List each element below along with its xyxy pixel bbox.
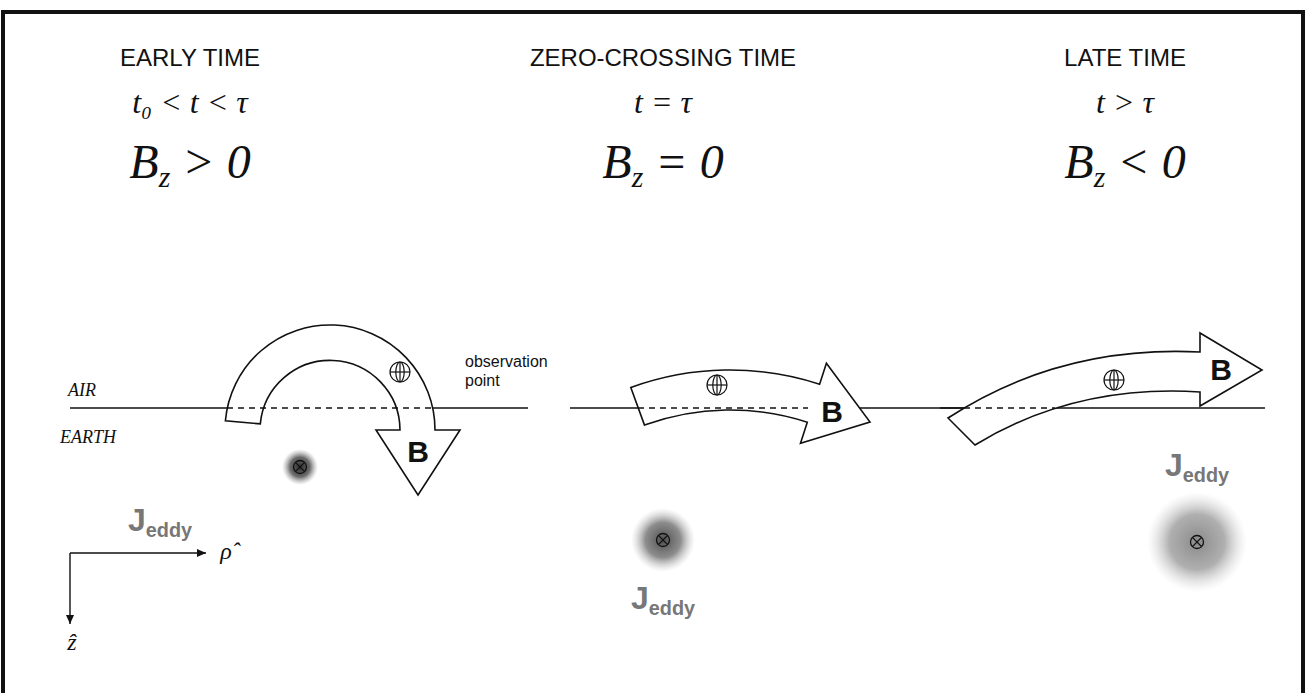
symbol-circle	[1191, 536, 1204, 549]
ground-line	[70, 407, 227, 409]
symbol-cross	[658, 535, 667, 544]
eddy-glow	[282, 449, 318, 485]
ground-line	[1055, 407, 1265, 409]
z-axis	[69, 553, 70, 624]
axis-label: ẑ	[67, 629, 76, 657]
eddy-current: Jeddy	[282, 449, 318, 485]
ground-line	[940, 407, 964, 409]
globe-outline	[707, 375, 727, 395]
eddy-current: Jeddy	[631, 508, 695, 572]
globe-outline	[1104, 370, 1124, 390]
into-page-symbol	[294, 461, 307, 474]
symbol-circle	[657, 534, 670, 547]
symbol-cross	[295, 462, 304, 471]
eddy-glow	[631, 508, 695, 572]
hidden-ground-line	[227, 407, 433, 408]
field-arrow: B	[626, 359, 874, 449]
eddy-current: Jeddy	[1147, 492, 1247, 592]
hidden-ground-line	[964, 407, 1055, 408]
time-condition: t = τ	[634, 84, 692, 121]
medium-label: AIR	[68, 380, 96, 401]
frame-border	[3, 12, 1303, 693]
symbol-cross	[1192, 537, 1201, 546]
observation-point-symbol	[707, 375, 727, 395]
observation-point-symbol	[1104, 370, 1124, 390]
column-heading: ZERO-CROSSING TIME	[530, 44, 796, 72]
field-sign: Bz > 0	[129, 134, 250, 189]
into-page-symbol	[1191, 536, 1204, 549]
eddy-label: Jeddy	[1165, 447, 1229, 484]
eddy-blob	[631, 508, 695, 572]
field-sign: Bz < 0	[1064, 134, 1185, 189]
hidden-ground-line	[638, 407, 808, 408]
axis-label: ρ̂	[220, 538, 232, 566]
arrow-shape	[222, 322, 464, 500]
field-sign: Bz = 0	[602, 134, 723, 189]
time-condition: t₀ < t < τ	[132, 84, 248, 121]
subscript: eddy	[1183, 464, 1229, 486]
observation-point-symbol	[390, 362, 410, 382]
axes	[70, 553, 206, 624]
curved-arrow	[225, 325, 460, 495]
time-condition: t > τ	[1096, 84, 1154, 121]
eddy-glow	[1147, 492, 1247, 592]
column-heading: LATE TIME	[1064, 44, 1186, 72]
globe-outline	[390, 362, 410, 382]
symbol-circle	[294, 461, 307, 474]
curved-arrow	[948, 333, 1262, 445]
globe-axis	[399, 362, 400, 382]
medium-label: EARTH	[60, 427, 116, 448]
subscript: z	[1094, 160, 1106, 193]
subscript: eddy	[146, 519, 192, 541]
subscript: eddy	[649, 597, 695, 619]
ground-line	[433, 407, 528, 409]
curved-arrow	[631, 363, 870, 443]
symbol-cross	[658, 535, 667, 544]
rho-axis	[70, 552, 206, 553]
eddy-blob	[282, 449, 318, 485]
arrow-shape	[944, 329, 1266, 449]
subscript: z	[159, 160, 171, 193]
eddy-blob	[1147, 492, 1247, 592]
field-label: B	[407, 435, 429, 470]
observation-label: observation point	[465, 352, 565, 390]
globe-axis	[1113, 370, 1114, 390]
globe-axis	[716, 375, 717, 395]
subscript: z	[632, 160, 644, 193]
ground-line	[570, 407, 638, 409]
field-arrow: B	[944, 329, 1266, 449]
symbol-cross	[1192, 537, 1201, 546]
eddy-label: Jeddy	[631, 580, 695, 617]
field-label: B	[821, 395, 843, 430]
column-heading: EARLY TIME	[120, 44, 260, 72]
field-arrow: B	[222, 322, 464, 500]
field-label: B	[1210, 353, 1232, 388]
into-page-symbol	[657, 534, 670, 547]
eddy-label: Jeddy	[128, 502, 192, 539]
symbol-cross	[295, 462, 304, 471]
